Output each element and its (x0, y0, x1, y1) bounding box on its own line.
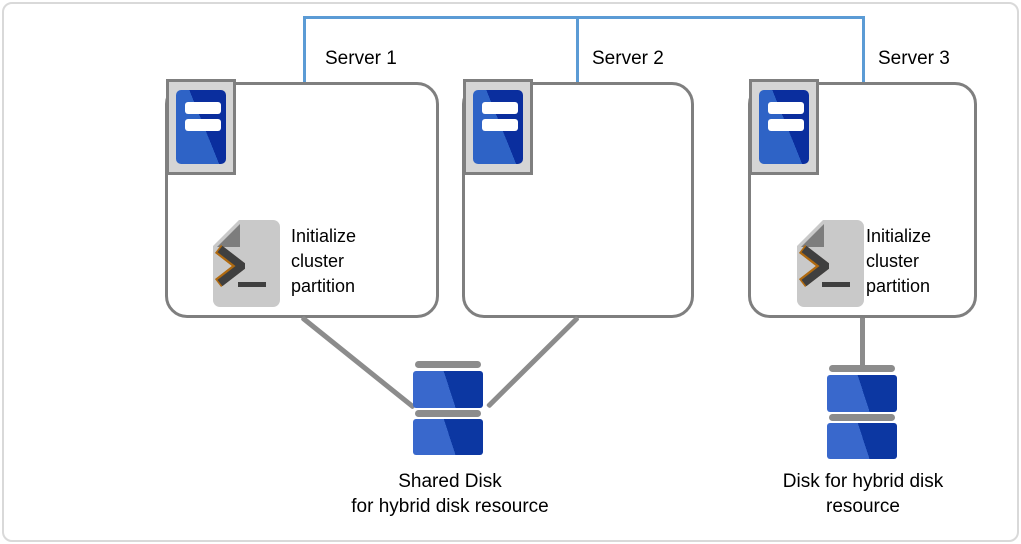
server3-init-caption: Initialize cluster partition (866, 226, 932, 296)
server1-init-caption: Initialize cluster partition (291, 226, 357, 296)
disk-cap (415, 410, 481, 417)
network-drop-server2 (576, 16, 579, 82)
server3-icon (749, 79, 819, 175)
tower-slot (482, 102, 518, 114)
disk-cap (415, 361, 481, 368)
network-drop-server3 (862, 16, 865, 82)
server-tower (759, 90, 809, 164)
underscore-glyph (822, 282, 850, 287)
disk-cap (829, 365, 895, 372)
script-file-icon (213, 220, 280, 307)
shared-disk-caption: Shared Disk for hybrid disk resource (351, 471, 549, 517)
server2-label: Server 2 (592, 48, 664, 69)
tower-slot (185, 119, 221, 131)
disk-platter (413, 419, 483, 455)
folded-corner (217, 224, 240, 247)
disk-platter (413, 371, 483, 408)
disk-platter (827, 375, 897, 412)
shared-disk-icon (413, 361, 483, 456)
tower-slot (768, 119, 804, 131)
script-file-icon (797, 220, 864, 307)
prompt-chevron-icon (799, 245, 829, 287)
server1-icon (166, 79, 236, 175)
network-drop-server1 (303, 16, 306, 82)
folded-corner (801, 224, 824, 247)
hybrid-disk-caption: Disk for hybrid disk resource (782, 471, 944, 517)
tower-slot (768, 102, 804, 114)
link-server3-disk (860, 318, 865, 366)
tower-slot (185, 102, 221, 114)
disk-platter (827, 423, 897, 459)
server-tower (473, 90, 523, 164)
hybrid-disk-icon (827, 365, 897, 460)
tower-slot (482, 119, 518, 131)
server-tower (176, 90, 226, 164)
server1-label: Server 1 (325, 48, 397, 69)
prompt-chevron-icon (215, 245, 245, 287)
server2-icon (463, 79, 533, 175)
underscore-glyph (238, 282, 266, 287)
server3-label: Server 3 (878, 48, 950, 69)
disk-cap (829, 414, 895, 421)
network-line-horizontal (303, 16, 865, 19)
